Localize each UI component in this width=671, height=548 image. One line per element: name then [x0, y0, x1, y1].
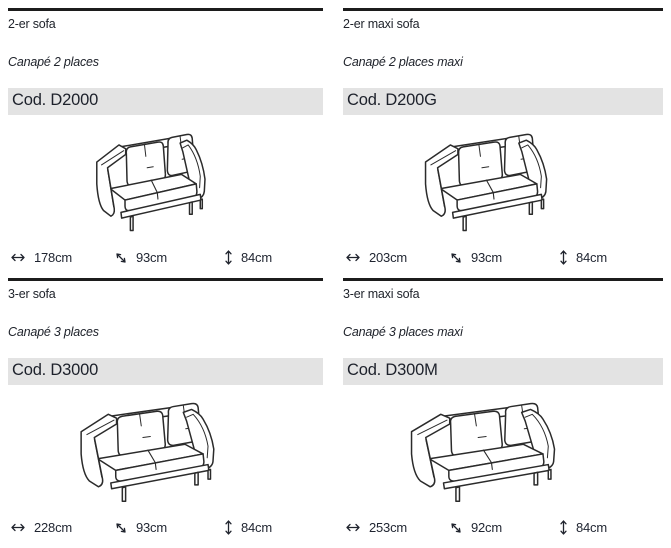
product-image-area [8, 115, 323, 249]
height-arrow-icon [225, 520, 232, 535]
sofa-line-drawing [79, 402, 215, 503]
depth-value: 93cm [136, 520, 167, 535]
width-dimension: 203cm [345, 250, 449, 265]
width-value: 253cm [369, 520, 408, 535]
width-arrow-icon [11, 523, 25, 532]
product-code-bar: Cod. D2000 [8, 88, 323, 115]
product-card-d3000: 3-er sofa Canapé 3 places Cod. D3000 228… [8, 278, 323, 548]
product-subtitle-fr: Canapé 3 places [8, 325, 99, 339]
depth-value: 93cm [471, 250, 502, 265]
height-value: 84cm [241, 250, 272, 265]
width-arrow-icon [11, 253, 25, 262]
product-card-d300m: 3-er maxi sofa Canapé 3 places maxi Cod.… [343, 278, 663, 548]
product-title: 3-er sofa [8, 287, 56, 301]
height-arrow-icon [560, 520, 567, 535]
width-dimension: 178cm [10, 250, 114, 265]
depth-arrow-icon [116, 522, 126, 533]
height-dimension: 84cm [224, 249, 321, 266]
width-value: 178cm [34, 250, 73, 265]
height-value: 84cm [576, 520, 607, 535]
height-value: 84cm [576, 250, 607, 265]
height-arrow-icon [225, 250, 232, 265]
depth-value: 93cm [136, 250, 167, 265]
height-arrow-icon [560, 250, 567, 265]
depth-arrow-icon [451, 252, 461, 263]
dimensions-row: 228cm 93cm 84cm [10, 519, 321, 536]
product-subtitle-fr: Canapé 2 places maxi [343, 55, 463, 69]
product-image-area [343, 385, 663, 519]
depth-value: 92cm [471, 520, 502, 535]
product-image-area [343, 115, 663, 249]
width-dimension: 228cm [10, 520, 114, 535]
product-image-area [8, 385, 323, 519]
sofa-line-drawing [95, 133, 206, 232]
height-dimension: 84cm [224, 519, 321, 536]
depth-arrow-icon [116, 252, 126, 263]
width-arrow-icon [346, 253, 360, 262]
dimensions-row: 178cm 93cm 84cm [10, 249, 321, 266]
dimensions-row: 253cm 92cm 84cm [345, 519, 661, 536]
product-code-bar: Cod. D300M [343, 358, 663, 385]
height-value: 84cm [241, 520, 272, 535]
product-code-bar: Cod. D3000 [8, 358, 323, 385]
depth-dimension: 93cm [114, 250, 224, 265]
product-title: 2-er sofa [8, 17, 56, 31]
height-dimension: 84cm [559, 249, 661, 266]
product-title: 2-er maxi sofa [343, 17, 420, 31]
product-subtitle-fr: Canapé 2 places [8, 55, 99, 69]
product-code-bar: Cod. D200G [343, 88, 663, 115]
product-title: 3-er maxi sofa [343, 287, 420, 301]
depth-dimension: 93cm [449, 250, 559, 265]
width-arrow-icon [346, 523, 360, 532]
width-value: 203cm [369, 250, 408, 265]
depth-dimension: 92cm [449, 520, 559, 535]
width-dimension: 253cm [345, 520, 449, 535]
sofa-line-drawing [410, 402, 556, 503]
width-value: 228cm [34, 520, 73, 535]
product-card-d200g: 2-er maxi sofa Canapé 2 places maxi Cod.… [343, 8, 663, 278]
depth-arrow-icon [451, 522, 461, 533]
dimensions-row: 203cm 93cm 84cm [345, 249, 661, 266]
depth-dimension: 93cm [114, 520, 224, 535]
product-subtitle-fr: Canapé 3 places maxi [343, 325, 463, 339]
product-card-d2000: 2-er sofa Canapé 2 places Cod. D2000 178… [8, 8, 323, 278]
height-dimension: 84cm [559, 519, 661, 536]
sofa-line-drawing [424, 133, 548, 232]
